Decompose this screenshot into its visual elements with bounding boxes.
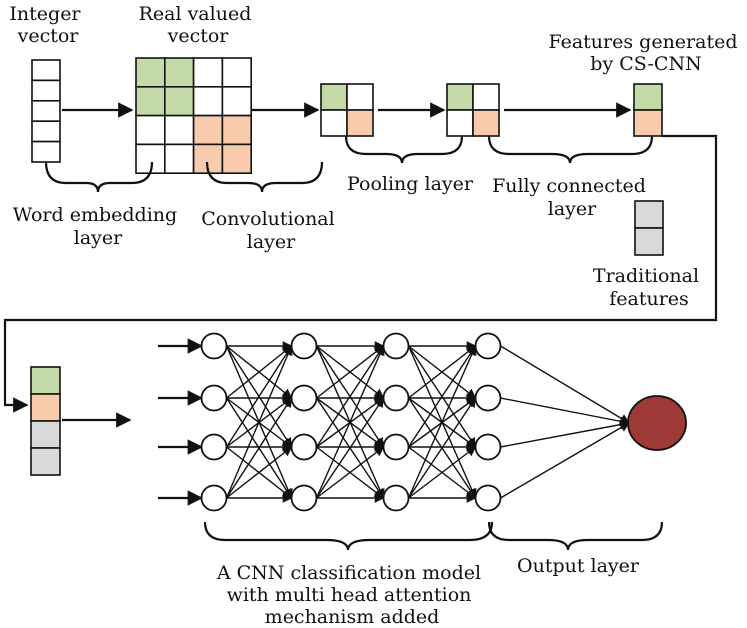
matrix-cell (135, 86, 166, 117)
cnn-model-brace (203, 521, 494, 551)
integer-vector-cell (31, 59, 61, 82)
output-connection (500, 419, 630, 448)
pooling-brace (344, 135, 464, 164)
feature-cell-green (633, 83, 663, 111)
connection (407, 345, 477, 448)
connection (315, 345, 385, 499)
word-embedding-brace (44, 161, 154, 193)
fully-connected-label: Fully connected layer (492, 175, 652, 220)
features-generated-label: Features generated by CS-CNN (548, 31, 743, 75)
combined-feature-vector (30, 366, 61, 476)
connection (407, 397, 477, 499)
grid-cell (346, 83, 374, 111)
matrix-cell (192, 57, 224, 88)
grid-cell (472, 109, 500, 137)
convolutional-brace (205, 161, 324, 193)
output-layer-brace (487, 521, 664, 551)
hidden-node (290, 332, 318, 360)
hidden-node (382, 332, 410, 360)
connection (315, 397, 385, 499)
word-embedding-label: Word embedding layer (13, 204, 183, 249)
features-connector-line (3, 134, 718, 413)
combined-feature-cell (30, 393, 61, 422)
matrix-cell (192, 86, 224, 117)
connection (407, 345, 477, 499)
traditional-feature-cell (634, 227, 664, 256)
integer-vector (31, 59, 61, 163)
connection (316, 446, 385, 499)
fully-connected-brace (487, 135, 654, 164)
hidden-node (290, 484, 318, 512)
hidden-node (474, 484, 502, 512)
integer-vector-cell (31, 79, 61, 102)
integer-vector-cell (31, 120, 61, 143)
matrix-cell (221, 114, 252, 146)
connection (408, 345, 477, 399)
real-valued-matrix (135, 57, 252, 174)
hidden-node (382, 484, 410, 512)
integer-vector-label: Integer vector (9, 3, 86, 47)
connection (225, 345, 293, 448)
connection (226, 446, 293, 499)
matrix-cell (192, 114, 224, 146)
output-connection (500, 422, 630, 499)
convolutional-label: Convolutional layer (201, 208, 341, 253)
grid-cell (472, 83, 500, 111)
output-node (627, 395, 687, 451)
real-valued-vector-label: Real valued vector (139, 3, 258, 47)
grid-cell (446, 83, 474, 111)
matrix-cell (221, 57, 252, 88)
hidden-node (290, 384, 318, 412)
matrix-cell (164, 143, 195, 174)
connection (225, 345, 293, 499)
matrix-cell (164, 114, 195, 146)
hidden-node (290, 433, 318, 461)
hidden-node (382, 384, 410, 412)
hidden-node (200, 484, 228, 512)
traditional-features-vector (634, 200, 664, 256)
connection (225, 397, 293, 499)
connection (408, 446, 477, 499)
grid-cell (320, 109, 348, 137)
hidden-node (200, 433, 228, 461)
grid-cell (346, 109, 374, 137)
hidden-node (382, 433, 410, 461)
hidden-node (474, 433, 502, 461)
pooling-grid (320, 83, 374, 137)
traditional-features-label: Traditional features (593, 265, 705, 310)
hidden-node (200, 332, 228, 360)
matrix-cell (221, 143, 252, 174)
connection (226, 345, 293, 399)
cnn-model-label: A CNN classification model with multi he… (216, 562, 487, 628)
matrix-cell (135, 114, 166, 146)
generated-features-vector (633, 83, 663, 137)
neural-network (158, 332, 687, 512)
pooling-label: Pooling layer (347, 173, 474, 195)
hidden-node (200, 384, 228, 412)
output-connection (500, 345, 630, 424)
connection (315, 345, 385, 448)
combined-feature-cell (30, 420, 61, 449)
combined-feature-cell (30, 366, 61, 395)
integer-vector-cell (31, 100, 61, 123)
grid-cell (446, 109, 474, 137)
grid-cell (320, 83, 348, 111)
matrix-cell (221, 86, 252, 117)
matrix-cell (164, 86, 195, 117)
connection (316, 345, 385, 399)
combined-feature-cell (30, 447, 61, 476)
output-connection (500, 397, 630, 427)
hidden-node (474, 332, 502, 360)
matrix-cell (164, 57, 195, 88)
output-layer-label: Output layer (517, 555, 640, 577)
traditional-feature-cell (634, 200, 664, 229)
feature-cell-peach (633, 109, 663, 137)
matrix-cell (135, 57, 166, 88)
integer-vector-cell (31, 140, 61, 163)
fully-connected-grid (446, 83, 500, 137)
hidden-node (474, 384, 502, 412)
